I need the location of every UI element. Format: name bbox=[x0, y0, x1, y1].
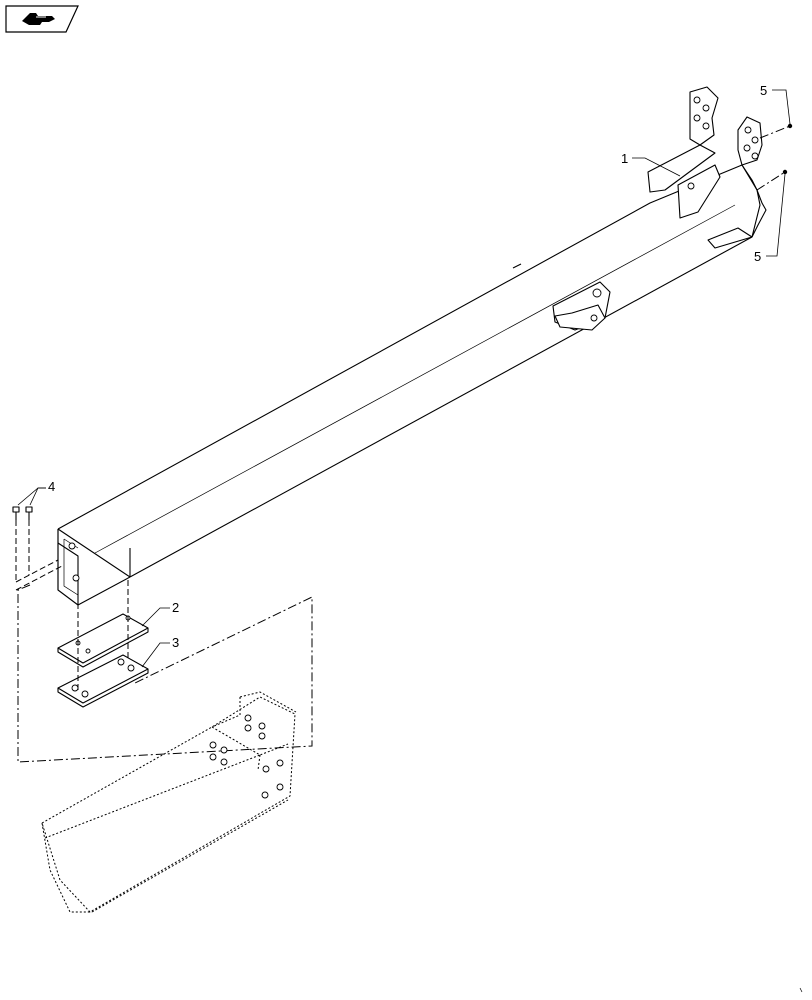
svg-text:2: 2 bbox=[172, 600, 179, 615]
corner-mark bbox=[799, 987, 803, 993]
callout-3: 3 bbox=[141, 635, 179, 668]
pin-axis-bottom bbox=[756, 171, 786, 191]
svg-text:3: 3 bbox=[172, 635, 179, 650]
pin-axis-top bbox=[759, 125, 791, 139]
machine-frame-phantom bbox=[41, 691, 297, 913]
beam-assembly bbox=[57, 164, 767, 606]
assembly-boundary bbox=[17, 584, 313, 763]
pin-top bbox=[787, 123, 793, 129]
svg-text:1: 1 bbox=[621, 151, 628, 166]
callout-4: 4 bbox=[17, 479, 55, 506]
spacer-plate-3 bbox=[57, 654, 149, 708]
callout-1: 1 bbox=[621, 151, 681, 177]
svg-text:4: 4 bbox=[48, 479, 55, 494]
callout-5-bottom: 5 bbox=[754, 173, 786, 264]
tube-mount-hole bbox=[68, 542, 76, 550]
alignment-line bbox=[15, 565, 63, 591]
tube-mount-hole bbox=[72, 574, 80, 582]
alignment-line bbox=[15, 559, 59, 583]
svg-text:5: 5 bbox=[754, 249, 761, 264]
hand-pointer-icon bbox=[22, 13, 55, 25]
pin-bottom bbox=[782, 169, 788, 175]
nav-icon-box[interactable] bbox=[5, 5, 79, 33]
svg-text:5: 5 bbox=[760, 83, 767, 98]
bracket-left bbox=[647, 86, 719, 193]
spacer-plate-2 bbox=[57, 613, 149, 668]
bracket-right bbox=[677, 116, 763, 219]
bolt-pair bbox=[12, 506, 33, 520]
callout-2: 2 bbox=[141, 600, 179, 627]
lug-bracket bbox=[552, 281, 611, 331]
callout-5-top: 5 bbox=[760, 83, 791, 125]
